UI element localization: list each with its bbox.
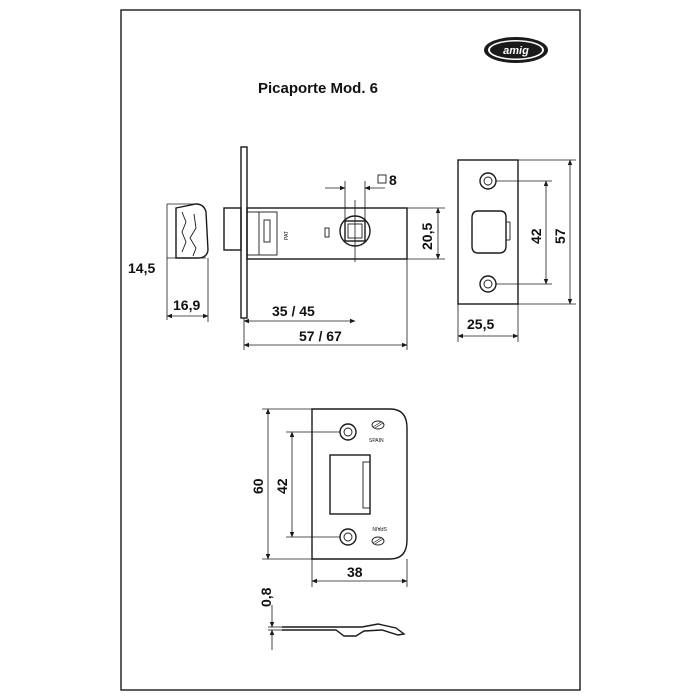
latch-bolt-head (175, 203, 209, 259)
stamp-bottom-icon (371, 536, 385, 546)
dim-backset: 35 / 45 (272, 303, 315, 319)
brand-logo: amig (484, 37, 548, 63)
faceplate-bolt-opening (471, 210, 507, 254)
strike-plate (311, 408, 408, 560)
strike-screw-bottom (339, 528, 357, 546)
brand-logo-text: amig (503, 45, 529, 57)
dim-faceplate-hole-spacing: 42 (528, 228, 544, 244)
dim-strike-hole-spacing: 42 (274, 478, 290, 494)
drawing-title: Picaporte Mod. 6 (258, 80, 378, 97)
dim-strike-height: 60 (250, 478, 266, 494)
dim-front-width-small: 16,9 (173, 297, 200, 313)
strike-profile (282, 623, 406, 637)
stamp-top-icon (371, 420, 385, 430)
pat-marking: PAT (284, 231, 290, 240)
dim-faceplate-height: 57 (552, 228, 568, 244)
dim-overall-length: 57 / 67 (299, 328, 342, 344)
strike-screw-top (339, 423, 357, 441)
stamp-spain-bottom: SPAIN (372, 525, 387, 531)
faceplate-front-view: 42 57 25,5 (457, 159, 576, 342)
latch-side-view: PAT 8 20,5 14,5 16,9 35 / 45 5 (128, 146, 445, 350)
dim-front-height-small: 14,5 (128, 260, 155, 276)
strike-plate-view: SPAIN SPAIN 60 42 38 0,8 (250, 408, 408, 650)
dim-spindle-square: 8 (389, 172, 397, 188)
latch-bolt-shaft (223, 207, 242, 251)
sheet-border (120, 9, 581, 691)
square-symbol (377, 174, 387, 184)
dim-strike-width: 38 (347, 564, 363, 580)
faceplate-screw-top (479, 172, 497, 190)
side-faceplate (240, 146, 248, 319)
strike-opening (329, 454, 371, 515)
dim-case-height: 20,5 (419, 223, 435, 250)
latch-case (246, 207, 408, 260)
stamp-spain-top: SPAIN (369, 438, 384, 444)
dim-faceplate-width: 25,5 (467, 316, 494, 332)
dim-strike-thickness: 0,8 (258, 587, 274, 607)
faceplate-screw-bottom (479, 275, 497, 293)
faceplate (457, 159, 519, 305)
